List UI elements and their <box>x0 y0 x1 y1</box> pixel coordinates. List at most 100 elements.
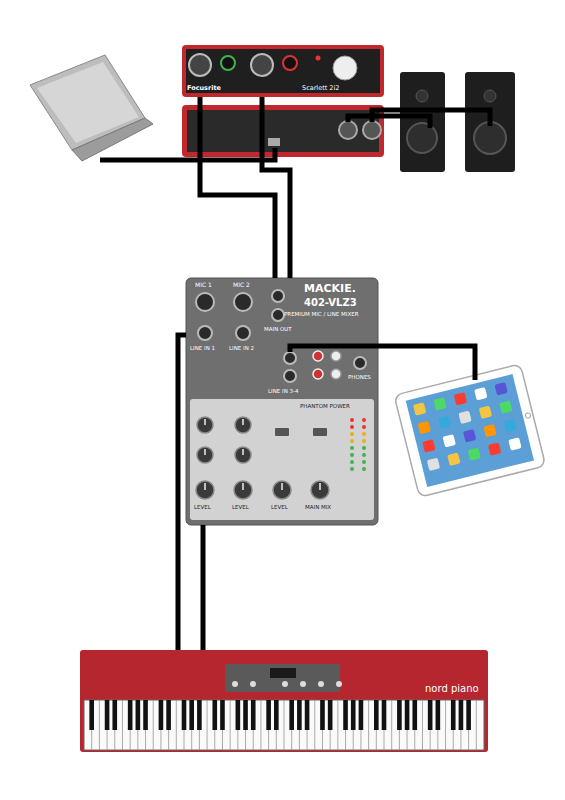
white-key-gap <box>99 700 100 750</box>
panel-button <box>282 681 288 687</box>
app-icon <box>443 434 456 447</box>
tablet-body <box>394 364 546 497</box>
meter-led <box>362 439 366 443</box>
meter-led <box>362 453 366 457</box>
piano-display <box>270 668 296 678</box>
app-icon <box>499 400 512 413</box>
meter-led <box>350 418 354 422</box>
interface-back-panel <box>182 105 384 157</box>
black-key <box>436 700 441 730</box>
app-icon <box>495 382 508 395</box>
mixer-knob <box>235 417 251 433</box>
cables <box>100 110 490 380</box>
monitor-knob <box>333 56 357 80</box>
knob-pointer <box>281 483 283 490</box>
white-key-gap <box>368 700 369 750</box>
black-key <box>320 700 325 730</box>
app-icon <box>488 442 501 455</box>
rca-jack <box>313 369 323 379</box>
panel-label: MAIN MIX <box>305 504 331 510</box>
black-key <box>236 700 241 730</box>
panel-button <box>232 681 238 687</box>
black-key <box>397 700 402 730</box>
panel-button <box>336 681 342 687</box>
app-icon <box>483 424 496 437</box>
black-key <box>374 700 379 730</box>
app-icon <box>479 406 492 419</box>
piano-control-panel <box>225 664 340 692</box>
interface-front-panel <box>182 45 384 97</box>
black-key <box>212 700 217 730</box>
black-key <box>351 700 356 730</box>
panel-label: MIC 2 <box>233 282 250 289</box>
white-key-gap <box>284 700 285 750</box>
mixer-knob <box>197 447 213 463</box>
black-key <box>297 700 302 730</box>
phones-jack <box>354 357 366 369</box>
black-key <box>220 700 225 730</box>
mixer <box>186 278 378 525</box>
tablet-cable <box>290 346 475 380</box>
knob-pointer <box>242 483 244 490</box>
device-label: nord piano <box>425 683 479 694</box>
black-key <box>451 700 456 730</box>
black-key <box>197 700 202 730</box>
combo-jack <box>189 54 211 76</box>
front-panel-frame <box>182 45 384 97</box>
knob-pointer <box>242 419 244 425</box>
meter-led <box>362 418 366 422</box>
mixer-knob <box>234 481 252 499</box>
black-key <box>266 700 271 730</box>
white-key-gap <box>314 700 315 750</box>
usb-cable <box>100 148 275 160</box>
laptop <box>30 55 153 161</box>
panel-label: LEVEL <box>232 504 249 510</box>
meter-led <box>362 425 366 429</box>
meter-led <box>350 425 354 429</box>
mixer-knob <box>235 447 251 463</box>
panel-label: LINE IN 3-4 <box>268 388 299 394</box>
rca-jack <box>313 351 323 361</box>
panel-label: MAIN OUT <box>264 326 292 332</box>
mixer-knob <box>273 481 291 499</box>
white-key-gap <box>153 700 154 750</box>
app-icon <box>474 387 487 400</box>
black-key <box>343 700 348 730</box>
tablet <box>394 364 546 497</box>
knob-pointer <box>204 483 206 490</box>
knob-pointer <box>204 419 206 425</box>
line-jack <box>198 326 212 340</box>
app-icon <box>413 402 426 415</box>
speaker-cable <box>348 116 430 128</box>
line-jack <box>284 352 296 364</box>
meter-led <box>350 446 354 450</box>
speaker-tweeter <box>416 90 428 102</box>
app-icon <box>468 447 481 460</box>
rca-jack <box>331 369 341 379</box>
black-key <box>289 700 294 730</box>
audio-cable <box>201 525 206 650</box>
app-icon <box>447 453 460 466</box>
black-key <box>251 700 256 730</box>
white-key-gap <box>391 700 392 750</box>
speaker-tweeter <box>484 90 496 102</box>
xlr-jack <box>234 293 252 311</box>
white-key-gap <box>260 700 261 750</box>
mixer-switch <box>275 428 289 436</box>
speakers <box>400 72 515 172</box>
power-led <box>316 56 321 61</box>
back-panel-frame <box>182 105 384 157</box>
device-label: PREMIUM MIC / LINE MIXER <box>284 311 359 317</box>
output-jack <box>339 121 357 139</box>
mixer-switch <box>313 428 327 436</box>
meter-led <box>350 453 354 457</box>
black-key <box>359 700 364 730</box>
white-key-gap <box>422 700 423 750</box>
combo-jack <box>251 54 273 76</box>
black-key <box>128 700 133 730</box>
app-icon <box>438 416 451 429</box>
meter-led <box>350 432 354 436</box>
